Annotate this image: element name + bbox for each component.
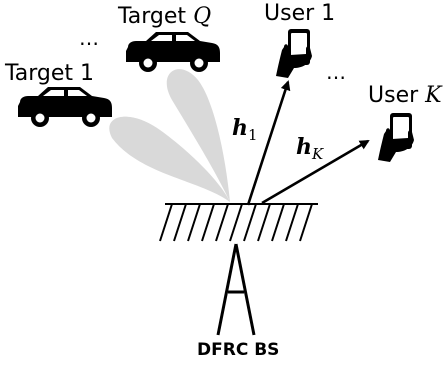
radar-beam-target-1 (109, 116, 230, 202)
hand-holding-phone-icon (378, 113, 414, 162)
label-hk-symbol: h (296, 134, 312, 160)
channel-arrow-user-1 (246, 80, 291, 206)
label-user-k-symbol: K (425, 83, 442, 108)
label-hk-sub: K (312, 145, 324, 163)
label-target-q: Target Q (118, 6, 211, 28)
label-user-k: User K (368, 85, 442, 107)
label-user-k-word: User (368, 83, 419, 108)
label-target-q-word: Target (118, 4, 187, 29)
car-icon (18, 87, 112, 127)
car-icon (126, 32, 220, 72)
antenna-array-icon (159, 203, 318, 242)
ellipsis-targets: … (79, 26, 100, 50)
label-user-1: User 1 (264, 1, 336, 26)
label-h1-sub: 1 (248, 126, 258, 144)
radar-beam-target-q (166, 69, 230, 202)
label-channel-hk: hK (296, 134, 323, 162)
label-channel-h1: h1 (232, 115, 258, 143)
channel-arrow-user-k (261, 139, 370, 205)
tower-icon (216, 243, 256, 336)
label-h1-symbol: h (232, 115, 248, 141)
label-target-q-symbol: Q (193, 4, 212, 29)
ellipsis-users: … (326, 60, 347, 84)
hand-holding-phone-icon (276, 29, 312, 78)
label-dfrc-bs: DFRC BS (197, 340, 280, 360)
label-target-1: Target 1 (5, 61, 95, 86)
